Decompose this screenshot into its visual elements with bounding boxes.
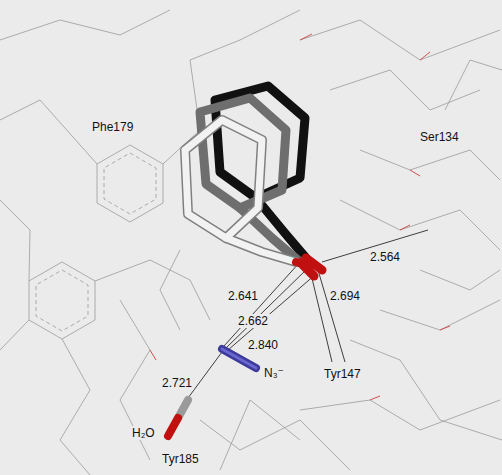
illustration-part xyxy=(420,52,430,60)
illustration-part xyxy=(160,250,180,330)
illustration-part xyxy=(188,352,222,398)
distance-label: 2.694 xyxy=(328,289,362,303)
illustration-part xyxy=(300,400,500,430)
illustration-part xyxy=(296,262,310,266)
distance-label: 2.662 xyxy=(236,314,270,328)
illustration-part xyxy=(226,238,296,262)
illustration-part xyxy=(226,268,308,348)
distance-label: 2.641 xyxy=(226,289,260,303)
illustration-part xyxy=(360,150,500,180)
residue-label: Ser134 xyxy=(418,130,461,144)
ligand-light xyxy=(185,120,310,266)
illustration-part xyxy=(150,350,156,360)
illustration-part xyxy=(97,145,163,222)
illustration-part xyxy=(163,10,300,164)
illustration-part xyxy=(220,400,300,470)
illustration-part xyxy=(300,20,500,60)
wireframe-heteroatoms xyxy=(150,34,450,400)
illustration-part xyxy=(0,200,30,281)
illustration-part xyxy=(400,225,410,230)
illustration-part xyxy=(36,270,88,331)
illustration-part xyxy=(104,153,156,214)
residue-label: Tyr147 xyxy=(322,367,363,381)
illustration-part xyxy=(380,300,500,330)
illustration-part xyxy=(420,270,500,290)
illustration-part xyxy=(445,60,502,110)
illustration-part xyxy=(0,320,29,350)
illustration-part xyxy=(350,340,502,440)
protein-wireframe xyxy=(0,10,502,475)
illustration-part xyxy=(224,262,300,346)
illustration-part xyxy=(185,120,262,238)
illustration-part xyxy=(60,339,90,475)
illustration-part xyxy=(0,100,97,164)
illustration-part xyxy=(300,34,312,40)
illustration-part xyxy=(95,260,210,320)
distance-label: 2.721 xyxy=(160,376,194,390)
illustration-part xyxy=(330,70,480,110)
illustration-part xyxy=(29,262,95,339)
residue-label: Phe179 xyxy=(90,120,135,134)
illustration-part xyxy=(440,326,450,330)
illustration-part xyxy=(340,200,500,250)
distance-label: 2.564 xyxy=(368,250,402,264)
illustration-part xyxy=(410,170,420,176)
illustration-part xyxy=(185,120,262,238)
illustration-part xyxy=(200,420,350,470)
molecule-label: H₂O xyxy=(130,426,157,440)
illustration-part xyxy=(226,238,296,262)
illustration-part xyxy=(168,418,178,436)
illustration-part xyxy=(318,270,345,362)
illustration-part xyxy=(370,396,380,400)
distance-label: 2.840 xyxy=(246,338,280,352)
water-stick xyxy=(168,400,188,436)
molecule-label: N₃⁻ xyxy=(262,366,286,380)
distance-lines xyxy=(188,230,428,398)
illustration-part xyxy=(0,10,170,40)
illustration-part xyxy=(200,98,286,208)
residue-label: Tyr185 xyxy=(160,452,201,466)
illustration-part xyxy=(310,270,332,362)
